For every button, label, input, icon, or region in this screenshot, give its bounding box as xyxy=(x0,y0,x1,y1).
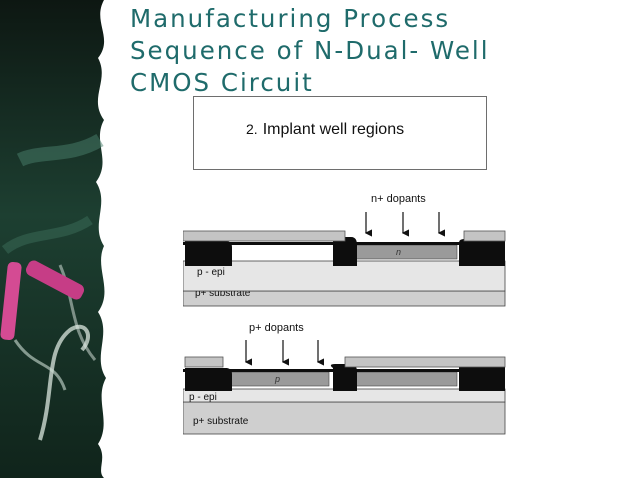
field-oxide-right xyxy=(459,364,505,391)
step-number: 2. xyxy=(246,121,258,137)
n-well-region xyxy=(352,244,458,260)
photoresist-mask-right xyxy=(344,356,506,368)
epi-label: p - epi xyxy=(189,392,217,403)
p-dopants-label: p+ dopants xyxy=(249,322,304,334)
epi-label: p - epi xyxy=(197,267,225,278)
cross-section-n-well: n+ dopants p+ substrate p - epi n xyxy=(183,193,506,307)
step-caption-box: 2.Implant well regions xyxy=(193,96,487,170)
step-caption: 2.Implant well regions xyxy=(246,121,404,139)
cross-section-p-well: p+ dopants p+ substrate p - epi p xyxy=(183,322,506,435)
substrate-label: p+ substrate xyxy=(193,416,249,427)
field-oxide-left xyxy=(185,241,232,266)
photoresist-mask-left xyxy=(184,356,224,368)
field-oxide-left xyxy=(185,368,232,391)
p-well-label: p xyxy=(274,374,280,384)
slide-title-line-2: Sequence of N-Dual- Well xyxy=(130,36,490,65)
substrate-layer xyxy=(183,401,506,435)
n-dopants-label: n+ dopants xyxy=(371,193,426,205)
slide-title: Manufacturing Process Sequence of N-Dual… xyxy=(130,3,630,99)
cmos-process-diagram: n+ dopants p+ substrate p - epi n p+ dop… xyxy=(183,193,506,435)
field-oxide-center xyxy=(330,237,357,266)
field-oxide-right xyxy=(459,239,505,266)
slide-title-line-3: CMOS Circuit xyxy=(130,68,314,97)
slide-title-line-1: Manufacturing Process xyxy=(130,4,451,33)
step-label: Implant well regions xyxy=(262,121,405,138)
n-well-label: n xyxy=(396,247,401,257)
field-oxide-center xyxy=(330,364,357,391)
photoresist-mask-left xyxy=(183,230,346,242)
photoresist-mask-right xyxy=(463,230,506,242)
chalkboard-decoration xyxy=(0,0,106,478)
substrate-label: p+ substrate xyxy=(195,288,251,299)
n-well-region xyxy=(354,371,458,387)
